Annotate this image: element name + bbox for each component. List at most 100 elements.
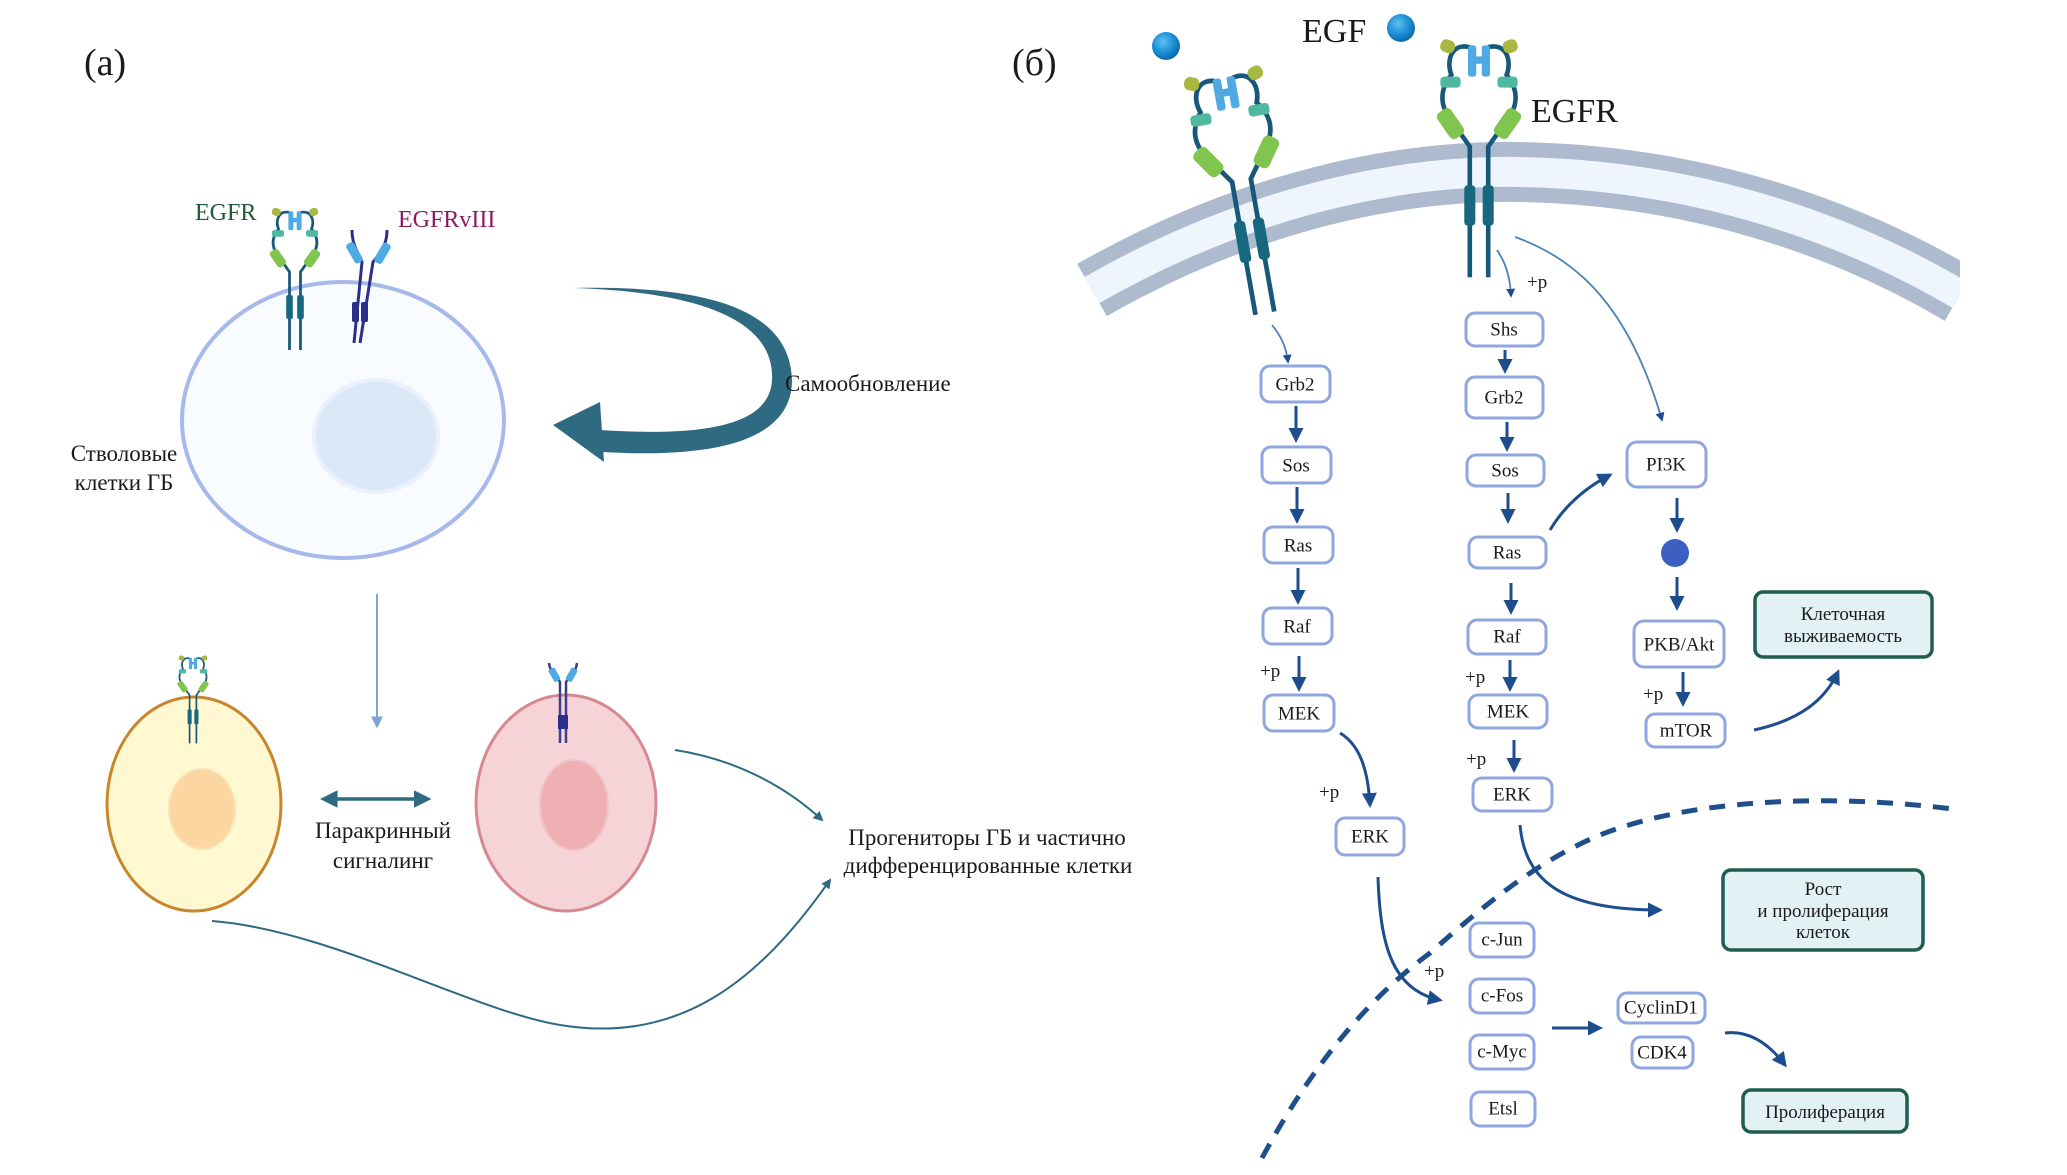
arrow-mek-to-erk — [1339, 731, 1377, 808]
differentiated-cell — [474, 693, 658, 913]
arrow-receptor-to-shs — [1496, 249, 1516, 298]
stem-cells-label-line1: Стволовые — [71, 441, 178, 466]
differentiation-arrow-upper-icon — [674, 749, 824, 822]
protein-box-raf-left: Raf — [1261, 606, 1334, 646]
plus-p-label: +p — [1319, 782, 1339, 803]
svg-text:клеток: клеток — [1796, 922, 1851, 943]
protein-box-erk-left: ERK — [1334, 816, 1406, 857]
arrow-erk-to-growth — [1518, 824, 1663, 918]
svg-text:PKB/Akt: PKB/Akt — [1644, 635, 1715, 656]
plasma-membrane — [1077, 141, 2067, 350]
progenitors-label-line1: Прогениторы ГБ и частично — [848, 825, 1126, 850]
protein-box-cyclind1: CyclinD1 — [1616, 991, 1707, 1025]
panel-b-label: (б) — [1012, 42, 1057, 84]
pip3-dot-icon — [1661, 539, 1689, 567]
egfrviii-label: EGFRvIII — [398, 207, 495, 233]
right-pathway: Shs Grb2 Sos Ras Raf MEK ERK — [1464, 311, 1554, 813]
svg-text:Shs: Shs — [1490, 320, 1517, 341]
protein-box-mtor: mTOR — [1644, 712, 1727, 749]
nuclear-envelope-dashed — [1259, 798, 1961, 1160]
svg-text:Etsl: Etsl — [1488, 1099, 1518, 1120]
protein-box-grb2-right: Grb2 — [1464, 375, 1545, 420]
arrow-receptor-to-grb2 — [1271, 324, 1292, 364]
outcome-box-proliferation: Пролиферация — [1741, 1088, 1909, 1134]
svg-text:c-Myc: c-Myc — [1477, 1042, 1527, 1063]
svg-text:c-Jun: c-Jun — [1481, 930, 1523, 951]
protein-box-sos-right: Sos — [1465, 453, 1546, 488]
self-renewal-arrow-icon — [553, 287, 792, 462]
protein-box-c-myc: c-Myc — [1468, 1033, 1536, 1071]
svg-text:ERK: ERK — [1351, 827, 1389, 848]
svg-text:Raf: Raf — [1493, 627, 1521, 648]
panel-a-label: (a) — [84, 42, 126, 84]
svg-text:и пролиферация: и пролиферация — [1757, 901, 1888, 922]
paracrine-label-line2: сигналинг — [333, 848, 433, 873]
arrow-receptor-to-pi3k — [1514, 236, 1665, 422]
progenitor-cell — [105, 695, 283, 913]
svg-text:c-Fos: c-Fos — [1481, 986, 1523, 1007]
svg-text:Grb2: Grb2 — [1484, 388, 1523, 409]
protein-box-ras-right: Ras — [1467, 535, 1548, 570]
svg-text:Ras: Ras — [1493, 543, 1522, 564]
stem-cells-label-line2: клетки ГБ — [75, 470, 174, 495]
svg-text:Sos: Sos — [1282, 456, 1309, 477]
svg-text:Ras: Ras — [1284, 536, 1313, 557]
phosphorylation-labels: +p +p +p +p +p +p +p — [1260, 272, 1663, 982]
arrow-cdk4-to-proliferation — [1724, 1031, 1787, 1068]
protein-box-mek-left: MEK — [1262, 693, 1336, 733]
differentiated-egfrviii-receptor-icon — [547, 662, 579, 743]
protein-box-shs: Shs — [1464, 311, 1545, 348]
protein-box-c-jun: c-Jun — [1468, 921, 1536, 959]
svg-text:ERK: ERK — [1493, 785, 1531, 806]
outcome-box-growth-proliferation: Рост и пролиферация клеток — [1721, 868, 1925, 952]
protein-box-pi3k: PI3K — [1625, 440, 1708, 489]
paracrine-label-line1: Паракринный — [315, 818, 451, 843]
cell-cycle-proteins: CyclinD1 CDK4 — [1616, 991, 1707, 1070]
egfrviii-receptor-icon — [346, 229, 391, 344]
protein-box-cdk4: CDK4 — [1630, 1035, 1695, 1070]
transcription-factors: c-Jun c-Fos c-Myc Etsl — [1468, 921, 1537, 1128]
svg-text:CDK4: CDK4 — [1637, 1043, 1687, 1064]
protein-box-etsl: Etsl — [1469, 1090, 1537, 1128]
svg-text:mTOR: mTOR — [1660, 721, 1713, 742]
svg-text:Пролиферация: Пролиферация — [1765, 1102, 1885, 1123]
egf-label: EGF — [1302, 13, 1366, 50]
plus-p-label: +p — [1465, 667, 1485, 688]
egfr-label-right: EGFR — [1531, 93, 1618, 130]
svg-text:Клеточная: Клеточная — [1801, 604, 1886, 625]
svg-text:Raf: Raf — [1283, 617, 1311, 638]
svg-text:Рост: Рост — [1805, 879, 1843, 900]
svg-text:Grb2: Grb2 — [1275, 375, 1314, 396]
svg-text:Sos: Sos — [1491, 461, 1518, 482]
svg-text:PI3K: PI3K — [1646, 455, 1686, 476]
protein-box-mek-right: MEK — [1467, 693, 1549, 730]
plus-p-label: +p — [1527, 272, 1547, 293]
protein-box-c-fos: c-Fos — [1468, 977, 1536, 1015]
self-renewal-label: Самообновление — [785, 371, 951, 396]
protein-box-sos-left: Sos — [1260, 445, 1333, 485]
protein-box-raf-right: Raf — [1466, 618, 1548, 656]
svg-text:MEK: MEK — [1487, 702, 1530, 723]
plus-p-label: +p — [1643, 684, 1663, 705]
egfr-label: EGFR — [195, 200, 256, 226]
plus-p-label: +p — [1466, 749, 1486, 770]
progenitors-label-line2: дифференцированные клетки — [844, 853, 1133, 878]
pathway-arrows — [1271, 236, 1840, 1068]
svg-text:MEK: MEK — [1278, 704, 1321, 725]
arrow-mtor-to-survival — [1753, 669, 1840, 732]
plus-p-label: +p — [1260, 661, 1280, 682]
stem-cell-nucleus — [312, 378, 440, 494]
left-pathway: Grb2 Sos Ras Raf MEK ERK — [1259, 364, 1406, 857]
protein-box-grb2-left: Grb2 — [1259, 364, 1332, 404]
svg-text:CyclinD1: CyclinD1 — [1624, 998, 1698, 1019]
arrow-ras-to-pi3k — [1548, 473, 1613, 531]
egf-ligand-icon — [1152, 32, 1180, 60]
outcome-box-cell-survival: Клеточная выживаемость — [1753, 590, 1934, 659]
egf-ligand-icon — [1387, 14, 1415, 42]
pi3k-pathway: PI3K PKB/Akt mTOR — [1625, 440, 1727, 749]
protein-box-erk-right: ERK — [1471, 776, 1554, 813]
protein-box-pkb-akt: PKB/Akt — [1632, 619, 1726, 669]
stem-cell — [180, 280, 506, 560]
differentiation-arrow-lower-icon — [211, 878, 832, 1030]
